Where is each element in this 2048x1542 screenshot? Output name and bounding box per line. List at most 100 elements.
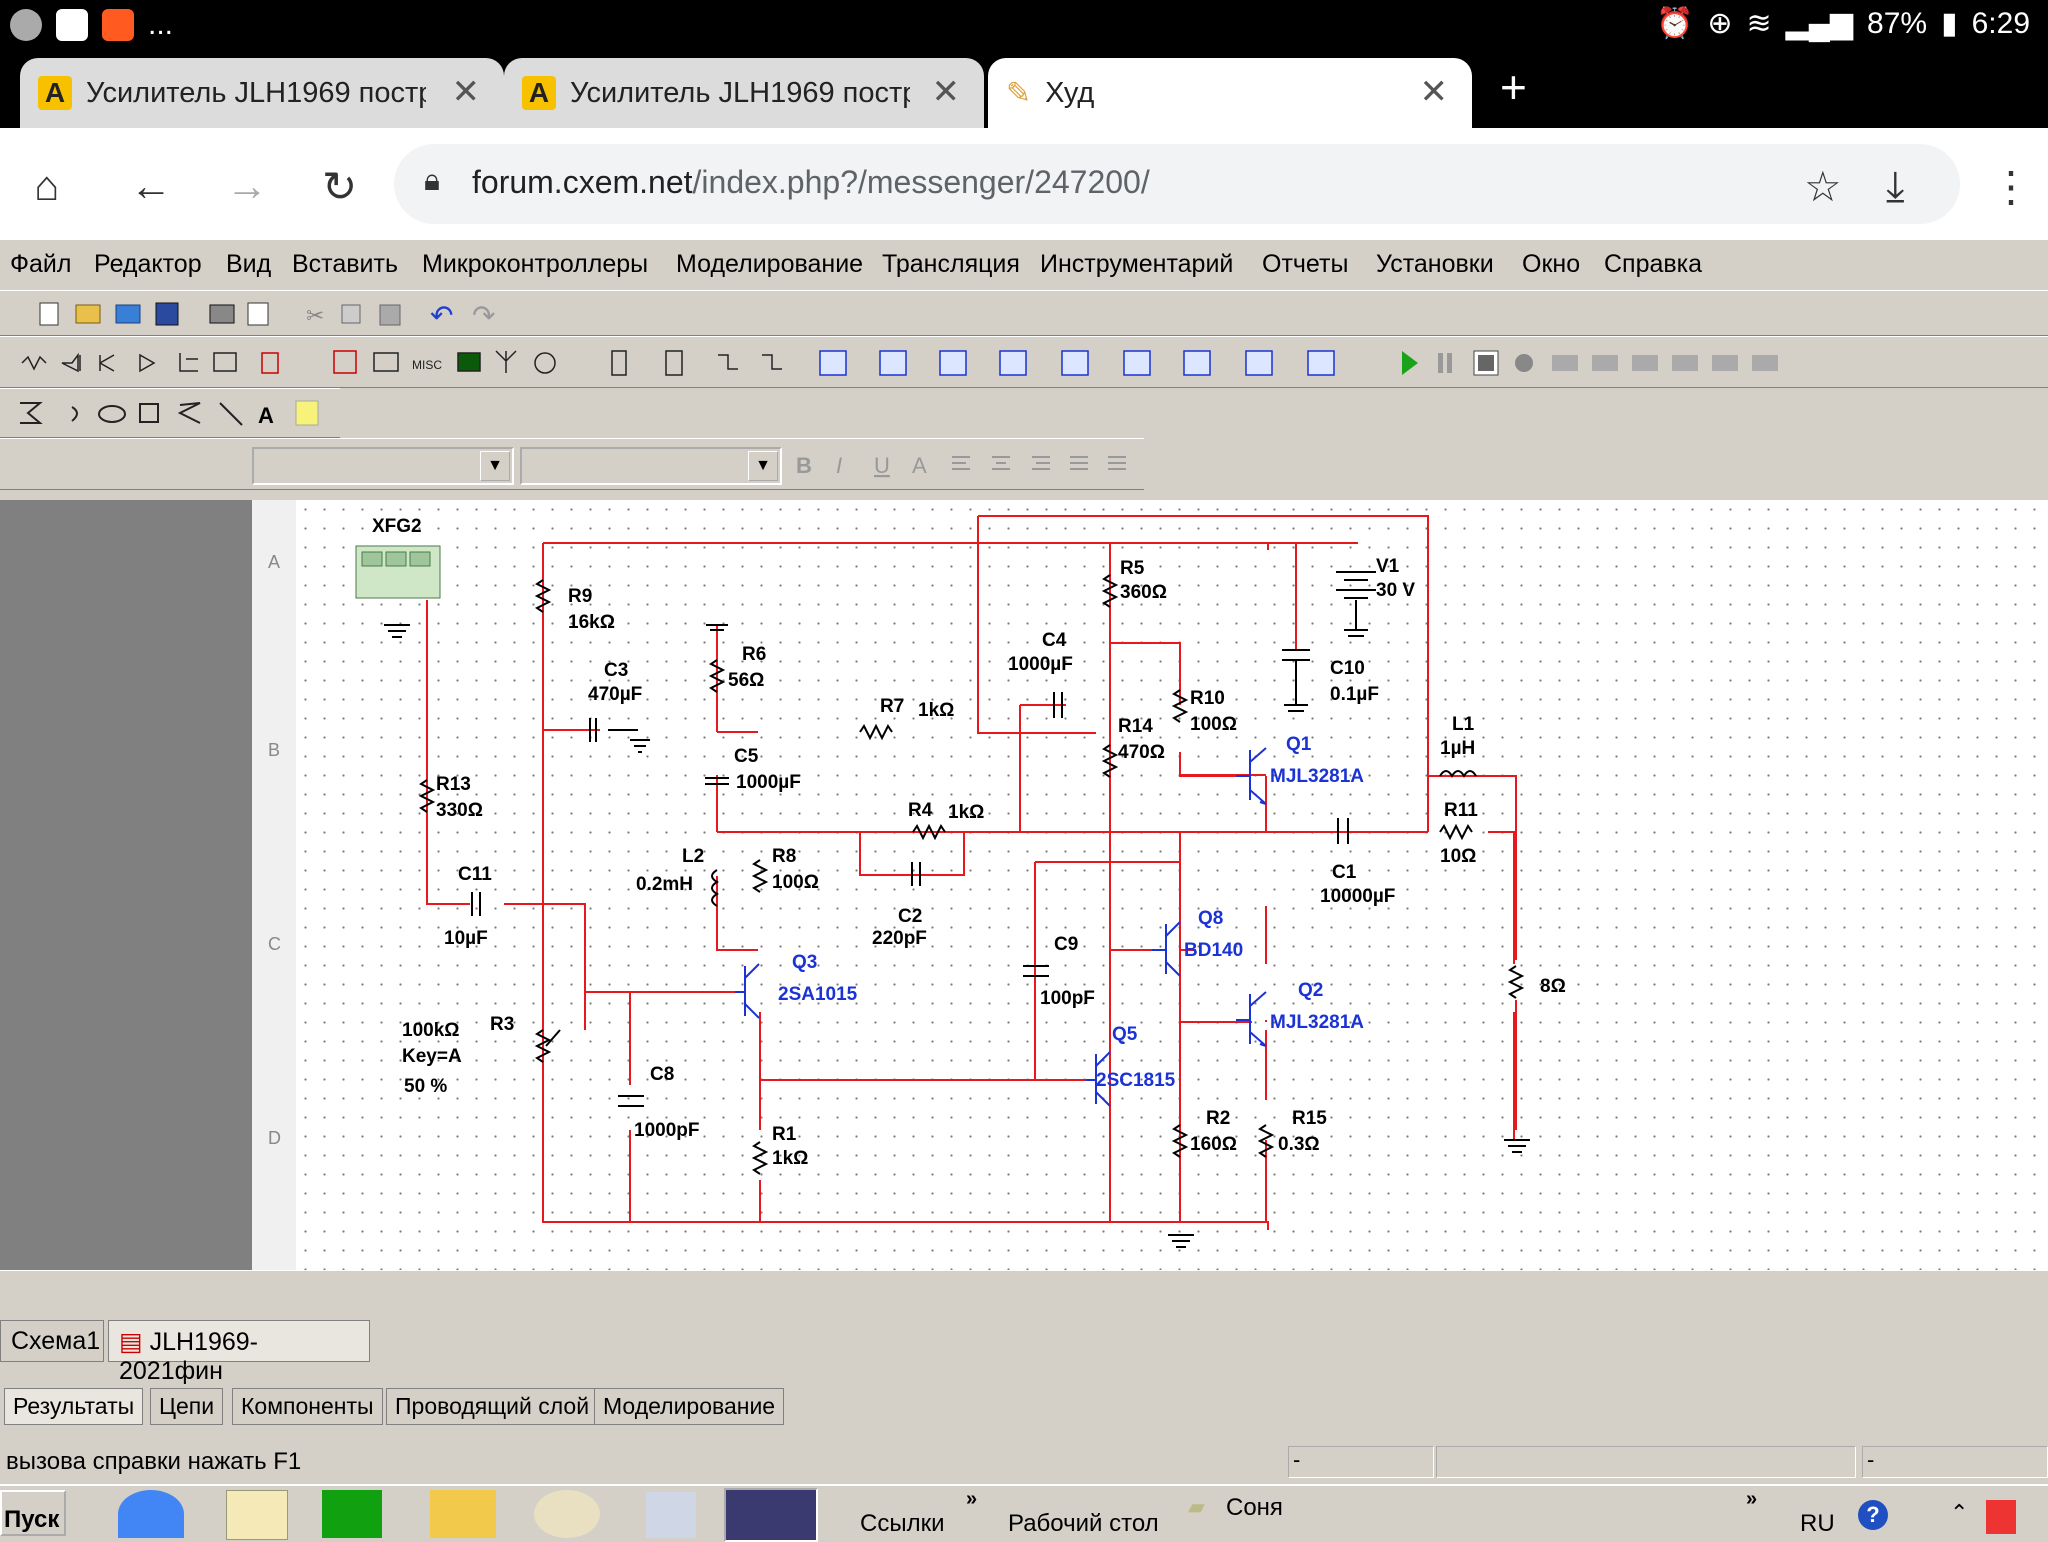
font-name-select[interactable]: ▼ (252, 447, 514, 485)
start-button[interactable]: Пуск (0, 1490, 66, 1536)
sheet-tab-jlh1969[interactable]: ▤ JLH1969-2021фин (108, 1320, 370, 1385)
capacitor-c5 (705, 777, 729, 785)
capacitor-c8 (618, 1095, 644, 1107)
load-value: 8Ω (1540, 976, 1566, 997)
resistor-r9 (534, 579, 552, 613)
q8-value: BD140 (1184, 940, 1243, 961)
schematic-drawing[interactable]: XFG2 R9 16kΩ C3 470µF R6 56Ω R7 1kΩ C4 1… (296, 500, 2048, 1270)
browser-tab-strip: A Усилитель JLH1969 постро ✕ A Усилитель… (0, 50, 2048, 128)
tab-close-icon[interactable]: ✕ (931, 73, 961, 111)
notepad-icon[interactable] (226, 1490, 288, 1540)
r2-value: 160Ω (1190, 1134, 1237, 1155)
browser-tab-3[interactable]: ✎ Худ ✕ (988, 58, 1472, 128)
schematic-canvas[interactable]: XFG2 R9 16kΩ C3 470µF R6 56Ω R7 1kΩ C4 1… (296, 500, 2048, 1270)
browser-tab-1[interactable]: A Усилитель JLH1969 постро ✕ (20, 58, 504, 128)
menu-edit[interactable]: Редактор (94, 250, 202, 278)
r3-key: Key=A (402, 1046, 462, 1067)
more-menu-icon[interactable]: ⋮ (1990, 163, 2032, 210)
chevron-right-icon[interactable]: » (1746, 1488, 1758, 1510)
transistor-q2 (1236, 991, 1267, 1047)
horizontal-scrollbar[interactable] (0, 1270, 2048, 1305)
language-indicator[interactable]: RU (1800, 1510, 1835, 1537)
battery-icon: ▮ (1941, 7, 1958, 40)
c11-value: 10µF (444, 928, 488, 949)
app-notification-icon (10, 9, 42, 41)
address-bar[interactable]: 🔒︎ forum.cxem.net/index.php?/messenger/2… (394, 144, 1960, 224)
c4-value: 1000µF (1008, 654, 1073, 675)
r5-value: 360Ω (1120, 582, 1167, 603)
tab-components[interactable]: Компоненты (232, 1388, 383, 1425)
tray-network-icon[interactable] (1986, 1500, 2016, 1534)
c9-label: C9 (1054, 934, 1078, 955)
c8-value: 1000pF (634, 1120, 699, 1141)
forward-icon[interactable]: → (226, 162, 268, 209)
resistor-r8 (751, 859, 769, 893)
resistor-r5 (1101, 574, 1119, 608)
alarm-icon: ⏰ (1656, 7, 1694, 40)
r1-label: R1 (772, 1124, 797, 1145)
tab-simulation[interactable]: Моделирование (594, 1388, 785, 1425)
r14-label: R14 (1118, 716, 1153, 737)
menu-microcontrollers[interactable]: Микроконтроллеры (422, 250, 649, 278)
menu-file[interactable]: Файл (10, 250, 72, 278)
bookmark-star-icon[interactable]: ☆ (1804, 163, 1842, 210)
browser-tab-2[interactable]: A Усилитель JLH1969 постро ✕ (504, 58, 984, 128)
menu-view[interactable]: Вид (226, 250, 272, 278)
clock: 6:29 (1971, 6, 2030, 40)
menu-simulation[interactable]: Моделирование (676, 250, 864, 278)
capacitor-c4 (1053, 692, 1063, 718)
tab-nets[interactable]: Цепи (150, 1388, 224, 1425)
help-icon[interactable]: ? (1858, 1500, 1888, 1530)
v1-value: 30 V (1376, 580, 1415, 601)
resistor-r2 (1171, 1124, 1189, 1158)
menu-insert[interactable]: Вставить (292, 250, 398, 278)
menu-window[interactable]: Окно (1522, 250, 1581, 278)
wiper-arrow (545, 1029, 561, 1047)
r8-label: R8 (772, 846, 796, 867)
tab-results[interactable]: Результаты (4, 1388, 144, 1425)
multisim-taskbar-button[interactable] (724, 1488, 818, 1542)
r13-value: 330Ω (436, 800, 483, 821)
chevron-down-icon[interactable]: ▼ (480, 451, 510, 481)
q5-label: Q5 (1112, 1024, 1138, 1045)
home-icon[interactable]: ⌂ (34, 162, 60, 209)
menu-tools[interactable]: Инструментарий (1040, 250, 1234, 278)
schematic-file-icon: ▤ (119, 1328, 143, 1356)
inductor-l1 (1439, 770, 1477, 778)
desktop-toolbar[interactable]: Рабочий стол (1008, 1510, 1159, 1537)
r9-label: R9 (568, 586, 592, 607)
svg-text:↷: ↷ (472, 300, 495, 331)
links-toolbar[interactable]: Ссылки (860, 1510, 945, 1537)
lock-icon: 🔒︎ (424, 164, 440, 197)
green-app-icon[interactable] (322, 1490, 382, 1538)
chevron-right-icon[interactable]: » (966, 1488, 978, 1510)
chevron-up-icon[interactable]: ⌃ (1950, 1500, 1969, 1525)
tab-close-icon[interactable]: ✕ (1419, 73, 1449, 111)
menu-reports[interactable]: Отчеты (1262, 250, 1349, 278)
r6-value: 56Ω (728, 670, 764, 691)
menu-transfer[interactable]: Трансляция (882, 250, 1020, 278)
chevron-down-icon[interactable]: ▼ (748, 451, 778, 481)
calculator-icon[interactable] (646, 1492, 696, 1538)
new-tab-icon[interactable]: + (1500, 61, 1527, 113)
font-size-select[interactable]: ▼ (520, 447, 782, 485)
chrome-icon[interactable] (118, 1490, 184, 1538)
q1-label: Q1 (1286, 734, 1312, 755)
menu-options[interactable]: Установки (1376, 250, 1494, 278)
tab-title: Усилитель JLH1969 постро (86, 76, 426, 109)
resistor-r14 (1101, 744, 1119, 778)
sheet-tab-schema1[interactable]: Схема1 (0, 1320, 104, 1362)
r15-label: R15 (1292, 1108, 1327, 1129)
back-icon[interactable]: ← (130, 162, 172, 209)
tab-close-icon[interactable]: ✕ (451, 73, 481, 111)
tab-copper-layers[interactable]: Проводящий слой (386, 1388, 599, 1425)
c1-value: 10000µF (1320, 886, 1395, 907)
r10-label: R10 (1190, 688, 1225, 709)
menu-help[interactable]: Справка (1604, 250, 1703, 278)
more-notifications: ... (148, 8, 174, 41)
paint-icon[interactable] (534, 1490, 600, 1538)
reload-icon[interactable]: ↻ (322, 163, 358, 210)
user-folder-link[interactable]: Соня (1226, 1494, 1283, 1521)
download-icon[interactable]: ⤓ (1886, 162, 1905, 209)
folder-icon[interactable] (430, 1490, 496, 1538)
